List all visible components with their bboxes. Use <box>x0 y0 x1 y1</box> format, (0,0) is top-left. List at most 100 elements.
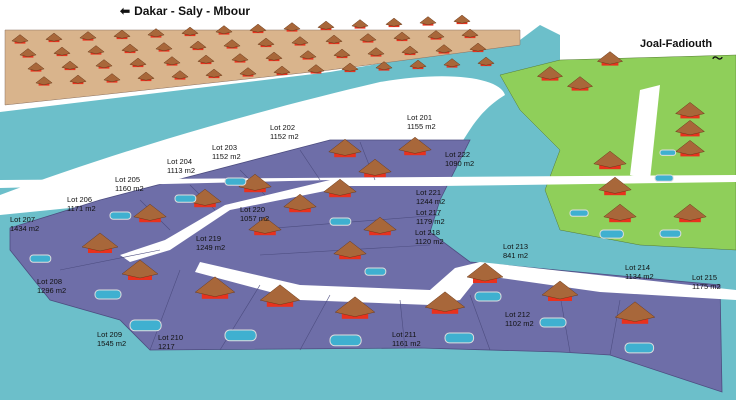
villa <box>147 28 165 38</box>
swimming-pool <box>659 149 677 156</box>
arrow-left-icon: ⬅ <box>120 4 131 18</box>
villa <box>351 19 369 29</box>
lot-area: 1171 m2 <box>67 204 96 213</box>
lot-name: Lot 206 <box>67 195 93 204</box>
villa <box>133 203 167 223</box>
villa <box>334 296 376 319</box>
swimming-pool <box>224 329 257 342</box>
villa <box>79 31 97 41</box>
villa <box>283 193 317 213</box>
villa <box>273 65 291 76</box>
villa <box>393 31 411 42</box>
direction-dakar: ⬅ Dakar - Saly - Mbour <box>120 4 250 18</box>
villa <box>283 22 301 32</box>
lot-area: 1113 m2 <box>167 166 196 175</box>
villa <box>566 76 594 91</box>
direction-label: Joal-Fadiouth <box>640 38 713 50</box>
villa <box>427 30 445 40</box>
lot-name: Lot 221 <box>416 188 442 197</box>
villa <box>375 61 393 71</box>
lot-area: 1217 <box>158 342 175 351</box>
villa <box>367 47 385 57</box>
villa <box>675 102 705 119</box>
villa <box>129 57 147 68</box>
lot-area: 1249 m2 <box>196 243 226 252</box>
villa <box>171 70 189 80</box>
lot-name: Lot 208 <box>37 277 63 286</box>
lot-name: Lot 202 <box>270 123 296 132</box>
loop-road <box>195 262 736 305</box>
villa <box>103 73 121 83</box>
lot-area: 1244 m2 <box>416 197 446 206</box>
lot-area: 1160 m2 <box>115 184 144 193</box>
villa <box>477 56 495 67</box>
lot-name: Lot 217 <box>416 208 442 217</box>
villa <box>121 43 139 54</box>
lot-area: 1134 m2 <box>625 272 654 281</box>
lot-area: 1434 m2 <box>10 224 40 233</box>
villa <box>188 188 222 208</box>
lot-area: 1296 m2 <box>37 286 67 295</box>
villa <box>69 74 87 85</box>
villa <box>291 36 309 46</box>
lot-name: Lot 215 <box>692 273 718 282</box>
direction-label: Dakar - Saly - Mbour <box>134 4 251 18</box>
lot-area: 1057 m2 <box>240 214 270 223</box>
swimming-pool <box>109 211 132 220</box>
villa <box>45 32 63 43</box>
villa <box>424 291 466 314</box>
lot-area: 1179 m2 <box>416 217 445 226</box>
swimming-pool <box>539 317 567 328</box>
swimming-pool <box>129 319 162 332</box>
villa <box>299 50 317 60</box>
swimming-pool <box>569 209 589 217</box>
villa <box>265 51 283 62</box>
swimming-pool <box>329 217 352 226</box>
villa <box>363 216 397 236</box>
villa <box>333 48 351 59</box>
villa <box>121 259 159 280</box>
villa <box>453 14 471 25</box>
villa <box>249 23 267 34</box>
lot-name: Lot 214 <box>625 263 651 272</box>
wavy-arrow-right-icon: 〜 <box>712 53 723 65</box>
villa <box>317 20 335 31</box>
lot-area: 1175 m2 <box>692 282 721 291</box>
lot-name: Lot 201 <box>407 113 433 122</box>
villa <box>333 240 367 260</box>
direction-joal: Joal-Fadiouth 〜 <box>640 38 723 65</box>
lot-name: Lot 218 <box>415 228 441 237</box>
villa <box>155 42 173 52</box>
villa <box>239 67 257 77</box>
villa <box>358 158 392 178</box>
lot-name: Lot 220 <box>240 205 266 214</box>
lot-name: Lot 222 <box>445 150 471 159</box>
lot-name: Lot 219 <box>196 234 222 243</box>
swimming-pool <box>654 174 674 182</box>
swimming-pool <box>474 291 502 302</box>
green-residential-land <box>499 54 736 251</box>
villa <box>328 138 362 158</box>
lot-name: Lot 203 <box>212 143 238 152</box>
villa <box>19 48 37 58</box>
lot-name: Lot 213 <box>503 242 529 251</box>
lot-name: Lot 205 <box>115 175 141 184</box>
villa <box>593 150 627 170</box>
villa <box>443 58 461 68</box>
villa <box>194 276 236 299</box>
lot-name: Lot 207 <box>10 215 36 224</box>
swimming-pool <box>94 289 122 300</box>
villa <box>385 17 403 28</box>
